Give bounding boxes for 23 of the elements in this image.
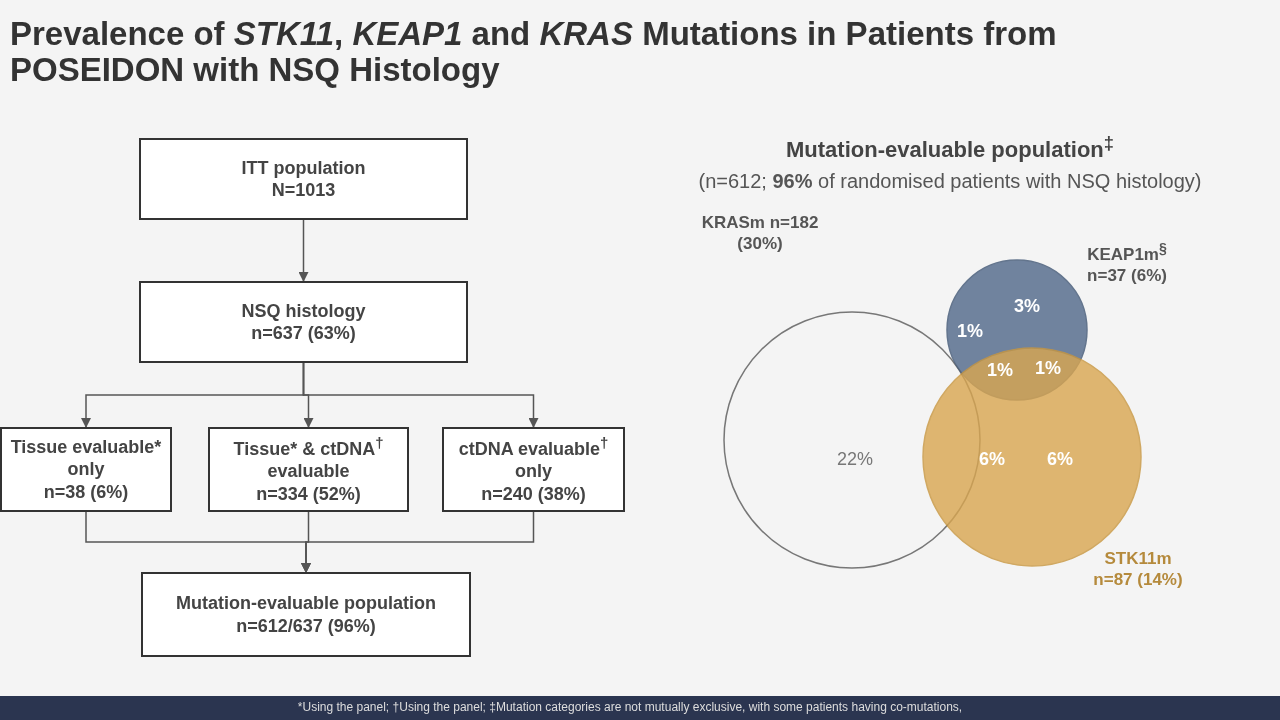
percentage-label: 6%: [978, 449, 1006, 470]
percentage-label: 6%: [1046, 449, 1074, 470]
percentage-label: 1%: [1034, 358, 1062, 379]
process-box: NSQ histology n=637 (63%): [139, 281, 468, 363]
percentage-label: 3%: [1013, 296, 1041, 317]
arrow: [301, 511, 535, 573]
arrow: [298, 219, 309, 282]
slide-title: Prevalence of STK11, KEAP1 and KRAS Mutations in Patients from POSEIDON with NSQ Histology: [10, 16, 1058, 89]
process-box: ctDNA evaluable$^{†}$ only n=240 (38%): [442, 427, 625, 512]
circle-label: KEAP1m$^{§}$ n=37 (6%): [1086, 240, 1168, 287]
circle-label: STK11m n=87 (14%): [1092, 548, 1184, 591]
venn-subheading: (n=612; 96% of randomised patients with NSQ histology): [697, 170, 1203, 193]
percentage-label: 1%: [956, 321, 984, 342]
process-box: Tissue evaluable* only n=38 (6%): [0, 427, 172, 512]
arrow: [302, 362, 539, 428]
venn-heading: Mutation-evaluable population$^{‡}$: [785, 132, 1115, 164]
process-box: Mutation-evaluable population n=612/637 (96%): [141, 572, 471, 657]
percentage-label: 1%: [986, 360, 1014, 381]
process-box: ITT population N=1013: [139, 138, 468, 220]
process-box: Tissue* & ctDNA$^{†}$ evaluable n=334 (52%): [208, 427, 409, 512]
percentage-label: 22%: [836, 449, 874, 470]
circle-label: KRASm n=182 (30%): [700, 212, 820, 255]
footnote: *Using the panel; †Using the panel; ‡Mutation categories are not mutually exclusive, with some patients having co-mutations,: [296, 700, 964, 714]
